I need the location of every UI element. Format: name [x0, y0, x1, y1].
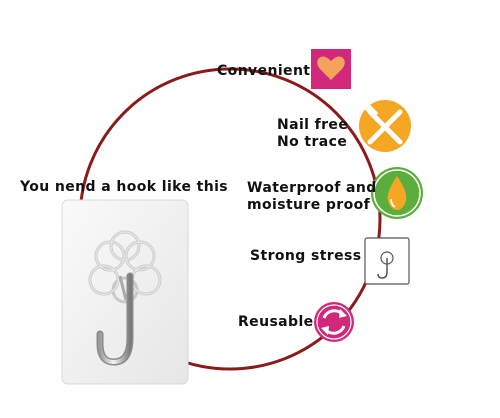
feature-convenient-label: Convenient [217, 63, 311, 79]
feature-waterproof-label: Waterproof and moisture proof [247, 180, 377, 214]
water-drop-icon [371, 167, 423, 219]
feature-reusable-label: Reusable [238, 314, 314, 330]
headline-text: You nend a hook like this [20, 179, 229, 195]
feature-strong-stress-label: Strong stress [250, 248, 362, 264]
feature-nail-free-label: Nail free No trace [277, 117, 348, 151]
hook-product-image [61, 199, 189, 385]
feature-line: No trace [277, 134, 348, 150]
heart-icon [311, 49, 351, 89]
no-hammer-icon [359, 100, 411, 152]
feature-line: Nail free [277, 117, 349, 133]
hook-icon [364, 237, 410, 285]
feature-line: moisture proof [247, 197, 371, 213]
feature-line: Waterproof and [247, 180, 377, 196]
recycle-icon [314, 302, 354, 342]
